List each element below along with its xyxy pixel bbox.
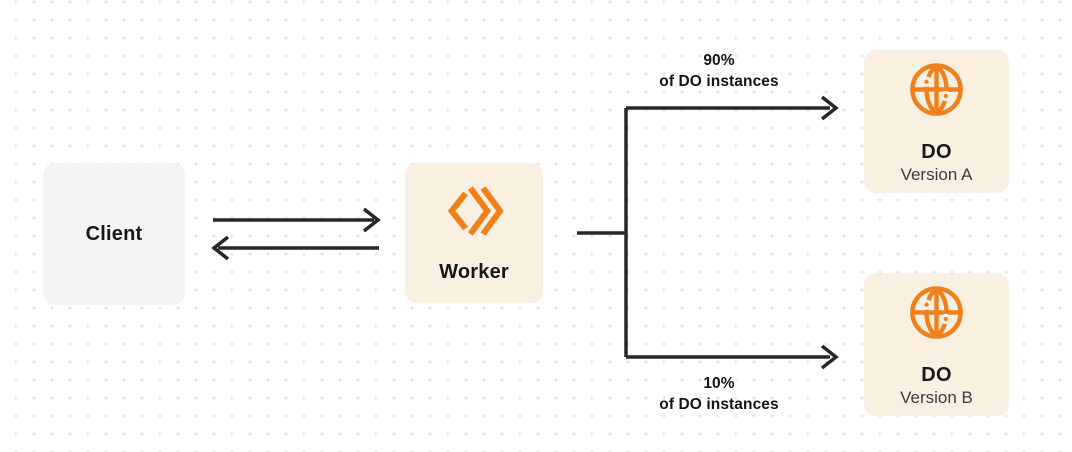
arrowhead-to-version-a-icon: [820, 95, 839, 121]
arrowhead-to-version-b-icon: [820, 344, 839, 370]
workers-brackets-icon: [447, 186, 503, 236]
worker-label: Worker: [439, 261, 509, 283]
globe-icon: [910, 63, 963, 116]
split-bottom-label: 10% of DO instances: [619, 374, 819, 415]
do-subtitle: Version A: [900, 165, 973, 184]
worker-node: Worker: [405, 163, 543, 303]
split-top-percent: 90%: [703, 52, 735, 69]
globe-icon: [910, 286, 963, 339]
client-node: Client: [43, 163, 185, 305]
do-title: DO: [921, 141, 952, 163]
arrowhead-left-icon: [211, 235, 230, 261]
split-connector: [577, 95, 839, 370]
do-title: DO: [921, 364, 952, 386]
do-subtitle: Version B: [900, 388, 973, 407]
arrow-worker-to-client: [211, 235, 379, 261]
split-bottom-percent: 10%: [703, 375, 735, 392]
arrowhead-right-icon: [362, 207, 381, 233]
split-top-caption: of DO instances: [659, 72, 779, 90]
client-label: Client: [85, 222, 143, 245]
split-bracket-line: [577, 106, 830, 359]
do-version-b-node: DO Version B: [864, 273, 1009, 416]
arrow-client-to-worker: [213, 207, 381, 233]
split-top-label: 90% of DO instances: [619, 51, 819, 92]
do-version-a-node: DO Version A: [864, 50, 1009, 193]
split-bottom-caption: of DO instances: [659, 395, 779, 413]
